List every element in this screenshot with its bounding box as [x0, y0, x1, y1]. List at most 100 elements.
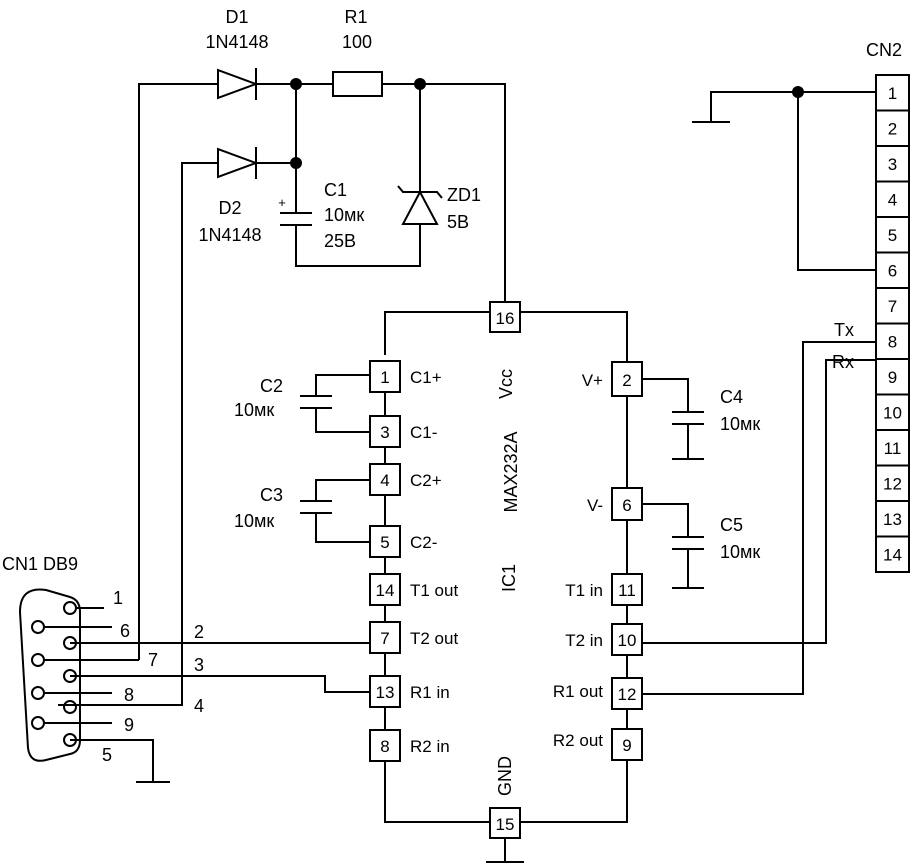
cn2-pin-box: [875, 464, 910, 502]
cn2-pin-number: 14: [883, 545, 902, 564]
cn2-pin-box: [875, 322, 910, 360]
pin-number: 9: [622, 736, 631, 755]
cn2-pin-number: 4: [888, 190, 897, 209]
wire-tx-to-r1out: [642, 341, 876, 695]
pin-box: [489, 807, 521, 839]
cn2-pin-number: 1: [888, 84, 897, 103]
c5-value: 10мк: [720, 542, 760, 562]
db9-pin-4: [63, 700, 77, 714]
ic1-pin-7: 7 T2 out: [369, 621, 458, 654]
ic1-ref-label: IC1: [499, 564, 519, 592]
c1-value: 10мк: [324, 205, 364, 225]
ic1-pin-4: 4 C2+: [369, 463, 442, 496]
ic1-gnd-label: GND: [495, 756, 515, 796]
cn2-pin-number: 3: [888, 155, 897, 174]
db9-pin-9: [31, 716, 45, 730]
wire-c3-bottom: [315, 513, 370, 543]
junction-dot: [414, 78, 426, 90]
ic1-pin-13: 13 R1 in: [369, 675, 450, 708]
pin-box: [369, 675, 401, 708]
ic1-pin-10: 10 T2 in: [565, 623, 643, 656]
ic1-pin-5: 5 C2-: [369, 525, 437, 558]
pin-label: T1 out: [410, 581, 458, 600]
diode-d1: D1 1N4148: [205, 7, 269, 100]
c1-voltage: 25В: [324, 231, 356, 251]
db9-pin-number: 3: [194, 655, 204, 675]
db9-pin-number: 6: [120, 621, 130, 641]
wire-c5-top: [642, 503, 689, 537]
pin-box: [611, 573, 643, 606]
ic1-pin-15: 15: [489, 807, 521, 839]
wire-r1-to-vcc: [382, 83, 506, 302]
pin-box: [489, 301, 521, 333]
pin-number: 2: [622, 371, 631, 390]
junction-dot: [290, 157, 302, 169]
resistor-r1: R1 100: [332, 7, 383, 97]
d2-value: 1N4148: [198, 225, 261, 245]
ic1-pin-6: 6 V-: [587, 487, 643, 521]
pin-box: [369, 573, 401, 606]
pin-label: T2 out: [410, 629, 458, 648]
capacitor-c1: + C1 10мк 25В: [278, 180, 364, 251]
connector-cn1-db9: CN1 DB9 1 6 2 7 3 8 4 9 5: [2, 554, 204, 765]
pin-label: R2 out: [553, 731, 603, 750]
diode-d1-body: [217, 68, 259, 100]
ic1-pin-2: 2 V+: [582, 361, 643, 397]
ic1-pin-11: 11 T1 in: [565, 573, 643, 606]
pin-box: [369, 729, 401, 762]
cn2-pin-number: 9: [888, 368, 897, 387]
junctions: [290, 78, 804, 169]
wire-gnd-right: [520, 760, 628, 823]
db9-pin-5: [63, 733, 77, 747]
pin-label: V+: [582, 371, 603, 390]
wire-cn2-pin1-gnd: [710, 91, 876, 122]
pin-label: T1 in: [565, 581, 603, 600]
ic1-pin-8: 8 R2 in: [369, 729, 450, 762]
ic1-max232a: Vcc MAX232A IC1 GND 16 15 1 C1+ 3 C1- 4 …: [369, 301, 643, 839]
wire-vcc-left: [384, 311, 490, 355]
cn1-label: CN1 DB9: [2, 554, 78, 574]
pin-box: [611, 677, 643, 710]
c2-value: 10мк: [234, 400, 274, 420]
d1-ref: D1: [225, 7, 248, 27]
db9-pin-8: [31, 686, 45, 700]
c5-ref: C5: [720, 515, 743, 535]
zd1-value: 5В: [447, 212, 469, 232]
ic1-pin-3: 3 C1-: [369, 415, 437, 448]
capacitor-c4: C4 10мк: [672, 387, 760, 434]
pin-number: 11: [618, 581, 636, 600]
ic1-pin-1: 1 C1+: [369, 360, 442, 393]
pin-label: R1 out: [553, 682, 603, 701]
r1-ref: R1: [344, 7, 367, 27]
cn2-rx-label: Rx: [832, 352, 854, 372]
wire-c2-bottom: [315, 408, 370, 433]
capacitor-c2: C2 10мк: [234, 376, 332, 420]
cn2-pin-number: 11: [884, 439, 902, 458]
pin-number: 15: [496, 815, 515, 834]
pin-box: [611, 623, 643, 656]
diode-d2-body: [217, 147, 259, 179]
cn2-pin-box: [875, 216, 910, 254]
cn2-pin-box: [875, 145, 910, 183]
c1-polarity: +: [278, 195, 286, 210]
wire-c1-bottom-to-zd1: [295, 224, 421, 267]
resistor-r1-body: [332, 71, 383, 97]
db9-pin-6: [31, 620, 45, 634]
db9-shell: [18, 588, 81, 762]
pin-box: [369, 360, 401, 393]
wire-db9-pin7-to-d1: [138, 83, 218, 660]
zener-zd1-cathode: [397, 185, 443, 199]
pin-box: [369, 415, 401, 448]
ic1-part-label: MAX232A: [501, 431, 521, 512]
zener-zd1: ZD1 5В: [397, 185, 481, 232]
pin-label: R2 in: [410, 737, 450, 756]
c2-ref: C2: [260, 376, 283, 396]
pin-box: [611, 728, 643, 761]
wire-c2-top: [315, 374, 370, 396]
cn2-pin-number: 10: [883, 403, 902, 422]
cn2-pin-number: 13: [883, 510, 902, 529]
pin-number: 3: [380, 423, 389, 442]
pin-number: 13: [376, 683, 395, 702]
wire-cn2-pin1-to-pin6: [797, 92, 876, 271]
